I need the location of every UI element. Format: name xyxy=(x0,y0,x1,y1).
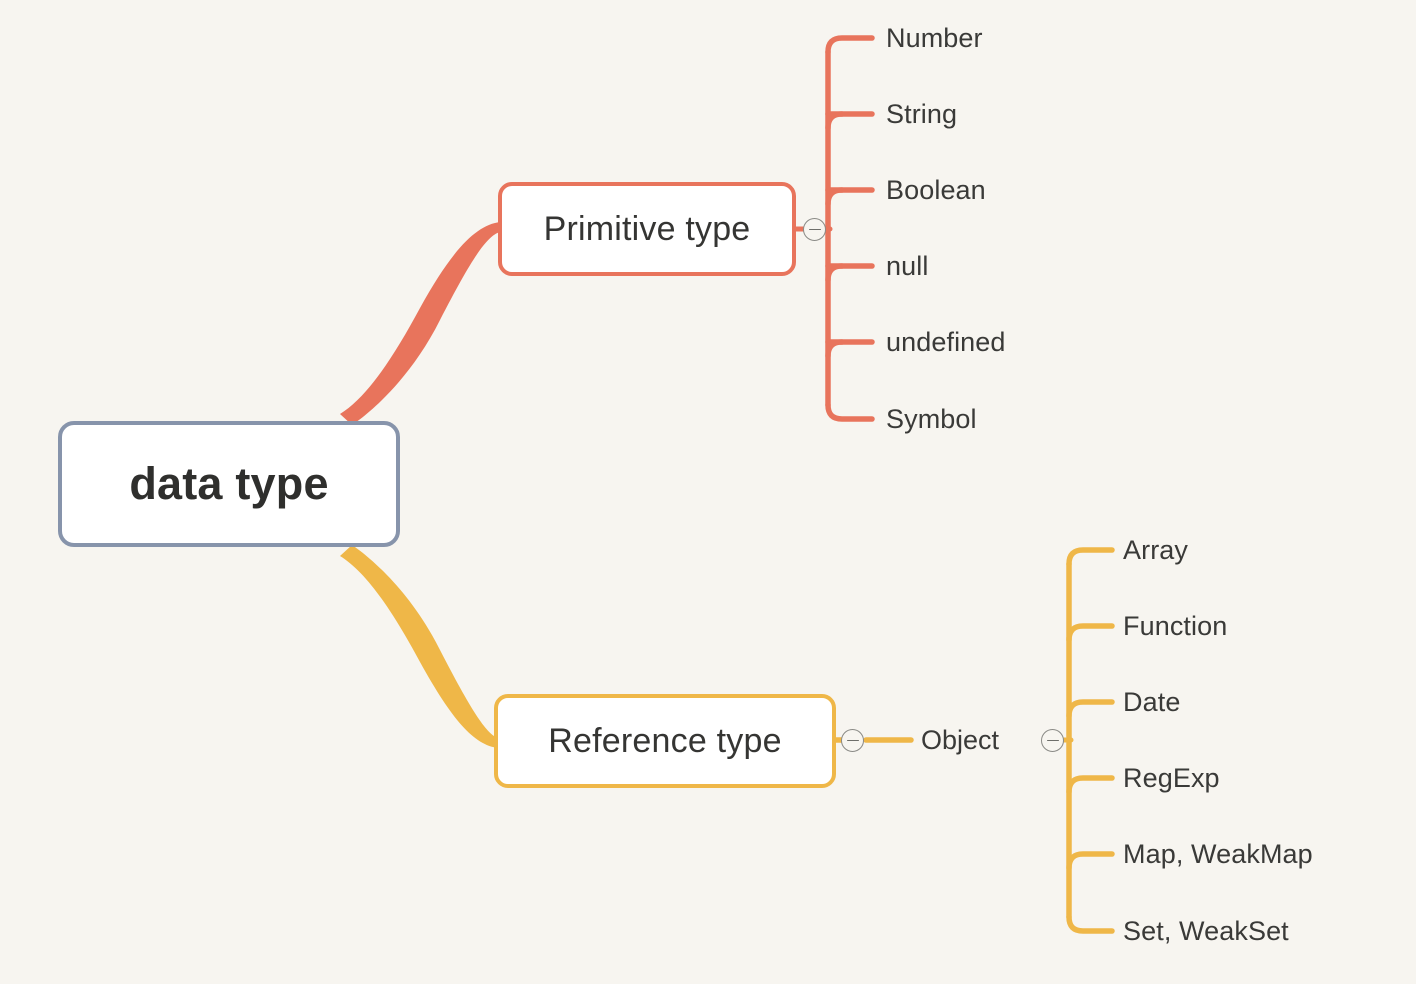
root-node-label: data type xyxy=(129,458,329,509)
leaf-node-undefined[interactable]: undefined xyxy=(886,327,1006,357)
leaf-node-map-weakmap[interactable]: Map, WeakMap xyxy=(1123,839,1313,869)
collapse-toggle-reference-type[interactable] xyxy=(841,729,864,752)
branch-node-reference-type[interactable]: Reference type xyxy=(494,694,836,788)
object-connectors xyxy=(1061,547,1115,934)
leaf-node-date[interactable]: Date xyxy=(1123,687,1181,717)
leaf-node-symbol[interactable]: Symbol xyxy=(886,404,977,434)
leaf-node-function[interactable]: Function xyxy=(1123,611,1228,641)
primitive-elbows xyxy=(825,111,845,359)
edge-root-to-primitive xyxy=(340,222,500,425)
leaf-node-regexp[interactable]: RegExp xyxy=(1123,763,1220,793)
root-node[interactable]: data type xyxy=(58,421,400,547)
branch-node-primitive-type[interactable]: Primitive type xyxy=(498,182,796,276)
branch-node-primitive-type-label: Primitive type xyxy=(543,209,751,248)
leaf-node-null[interactable]: null xyxy=(886,251,929,281)
leaf-node-set-weakset[interactable]: Set, WeakSet xyxy=(1123,916,1289,946)
branch-node-reference-type-label: Reference type xyxy=(548,721,782,760)
collapse-toggle-primitive-type[interactable] xyxy=(803,218,826,241)
leaf-node-array[interactable]: Array xyxy=(1123,535,1189,565)
leaf-node-number[interactable]: Number xyxy=(886,23,983,53)
collapse-toggle-object[interactable] xyxy=(1041,729,1064,752)
leaf-node-string[interactable]: String xyxy=(886,99,958,129)
leaf-node-boolean[interactable]: Boolean xyxy=(886,175,986,205)
edge-root-to-reference xyxy=(340,545,498,748)
node-object[interactable]: Object xyxy=(921,725,1000,755)
